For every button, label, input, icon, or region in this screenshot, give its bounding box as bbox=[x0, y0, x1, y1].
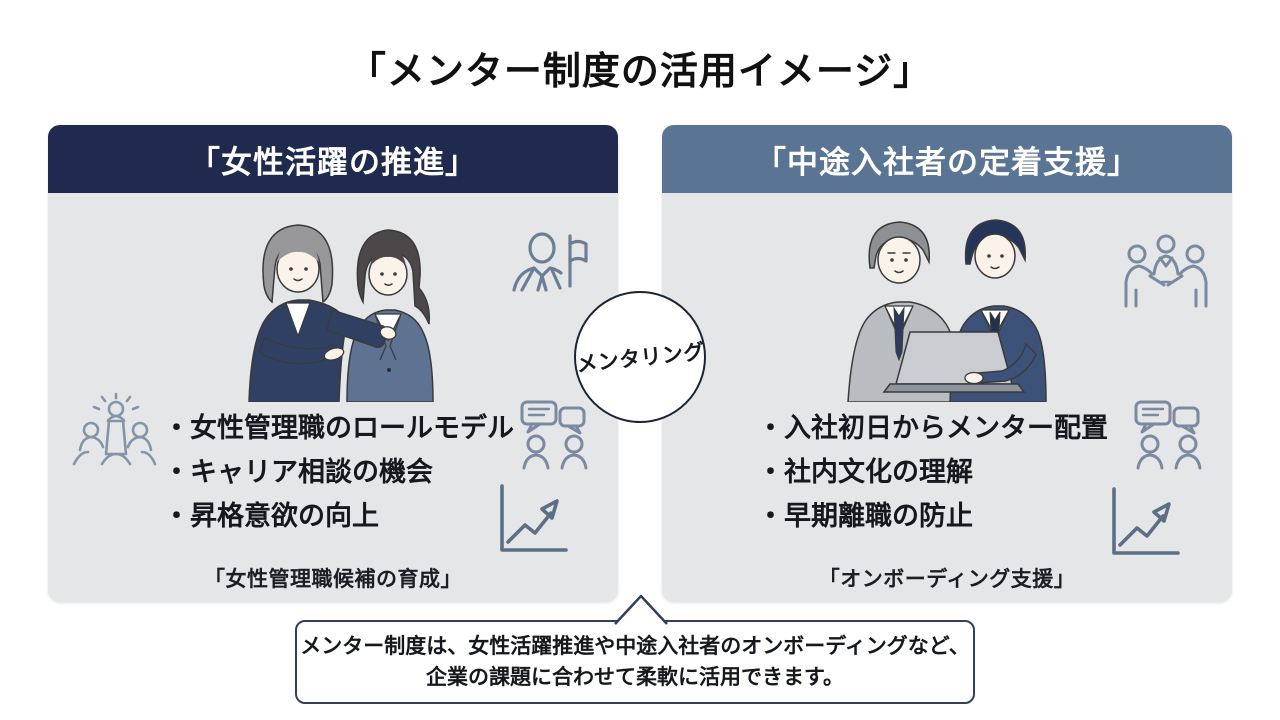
midcareer-benefit-list: ・入社初日からメンター配置 ・社内文化の理解 ・早期離職の防止 bbox=[757, 406, 1108, 538]
summary-line-2: 企業の課題に合わせて柔軟に活用できます。 bbox=[426, 666, 844, 689]
list-item: ・早期離職の防止 bbox=[757, 501, 973, 531]
list-item: ・昇格意欲の向上 bbox=[163, 501, 379, 531]
panel-midcareer-header-label: 「中途入社者の定着支援」 bbox=[755, 144, 1139, 180]
leader-flag-icon bbox=[512, 232, 588, 292]
panel-women-header: 「女性活躍の推進」 bbox=[48, 125, 618, 193]
panel-women-advancement: 「女性活躍の推進」 bbox=[48, 125, 618, 602]
panel-women-footer: 「女性管理職候補の育成」 bbox=[204, 568, 462, 591]
list-item: ・キャリア相談の機会 bbox=[163, 457, 433, 487]
callout-tail-icon bbox=[614, 594, 668, 625]
mentoring-circle-badge: メンタリング bbox=[574, 291, 706, 423]
panel-midcareer-footer: 「オンボーディング支援」 bbox=[818, 568, 1076, 591]
panel-women-header-label: 「女性活躍の推進」 bbox=[189, 144, 477, 180]
growth-chart-icon bbox=[500, 484, 568, 552]
women-benefit-list: ・女性管理職のロールモデル ・キャリア相談の機会 ・昇格意欲の向上 bbox=[163, 406, 514, 538]
summary-line-1: メンター制度は、女性活躍推進や中途入社者のオンボーディングなど、 bbox=[300, 635, 970, 658]
list-item: ・女性管理職のロールモデル bbox=[163, 413, 514, 443]
chat-people-icon bbox=[520, 400, 588, 470]
list-item: ・社内文化の理解 bbox=[757, 457, 973, 487]
panel-midcareer-retention: 「中途入社者の定着支援」 bbox=[662, 125, 1232, 602]
men-laptop-illustration bbox=[847, 219, 1047, 402]
mentoring-circle-label: メンタリング bbox=[574, 340, 706, 377]
panel-midcareer-header: 「中途入社者の定着支援」 bbox=[662, 125, 1232, 193]
list-item: ・入社初日からメンター配置 bbox=[757, 413, 1108, 443]
chat-people-icon bbox=[1134, 400, 1202, 470]
growth-chart-icon bbox=[1112, 487, 1180, 555]
award-celebration-icon bbox=[72, 392, 157, 466]
handshake-team-icon bbox=[1124, 234, 1208, 308]
summary-callout: メンター制度は、女性活躍推進や中途入社者のオンボーディングなど、 企業の課題に合… bbox=[295, 620, 975, 704]
page-title: 「メンター制度の活用イメージ」 bbox=[347, 51, 933, 93]
women-mentoring-illustration bbox=[248, 224, 434, 402]
